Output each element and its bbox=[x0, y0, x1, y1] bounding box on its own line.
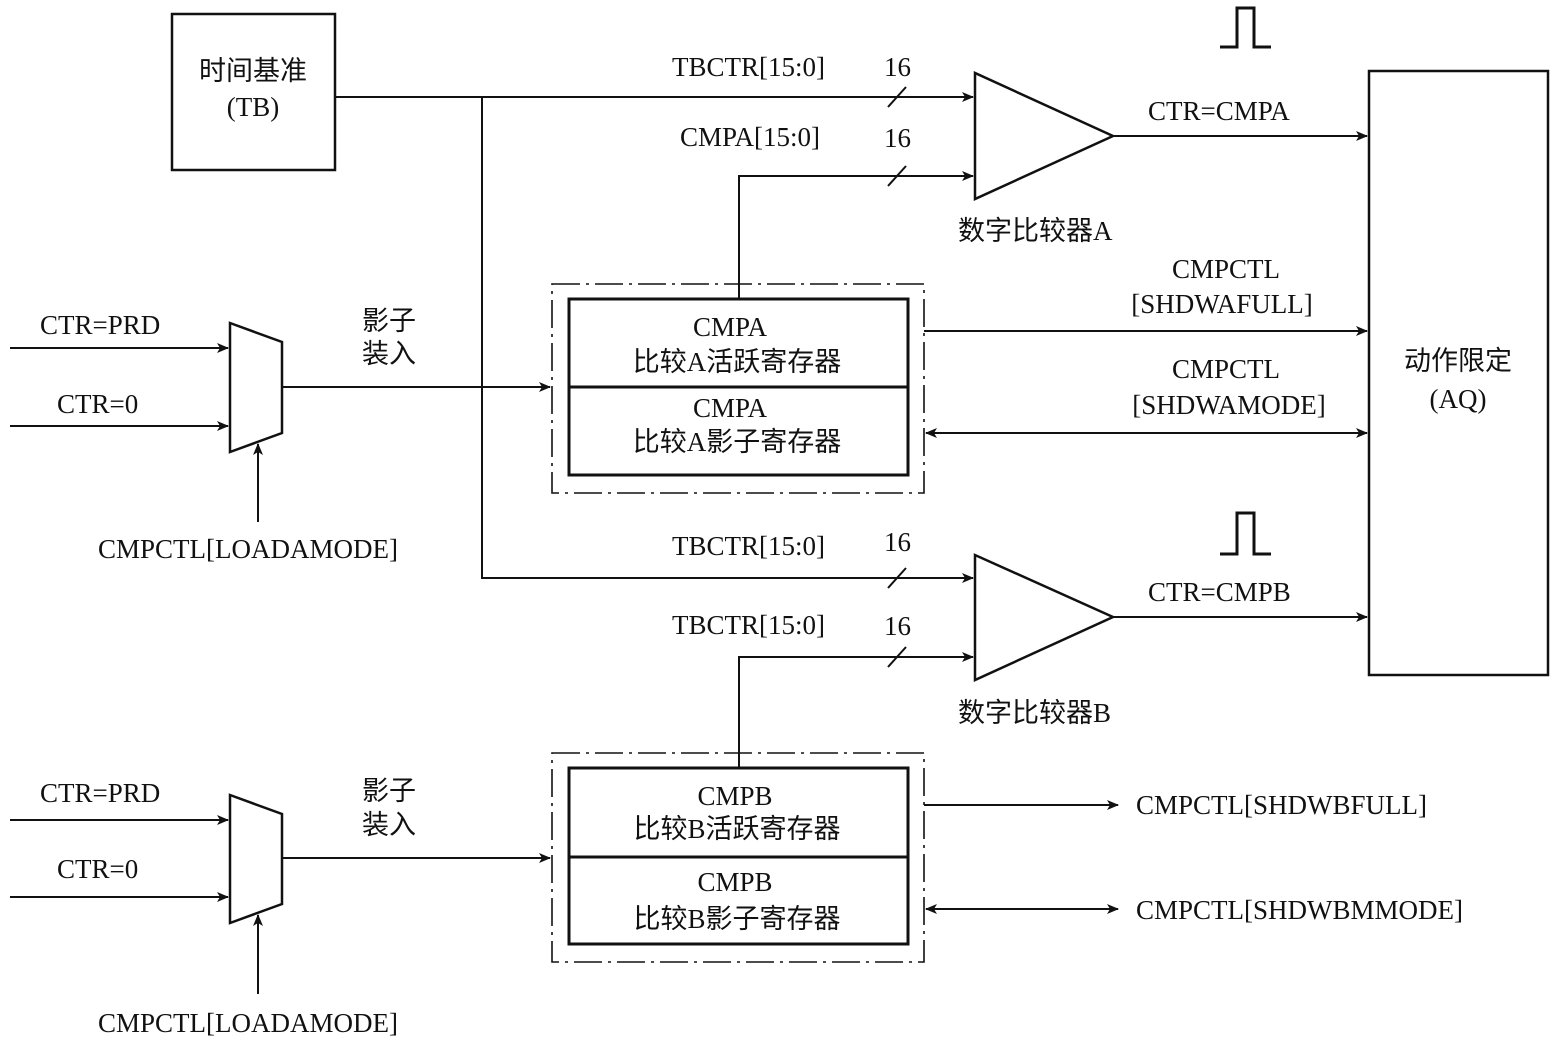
shdwbfull-label: CMPCTL[SHDWBFULL] bbox=[1136, 790, 1427, 820]
action-qualifier-abbrev: (AQ) bbox=[1430, 384, 1487, 414]
cmpb-shadow-label: 比较B影子寄存器 bbox=[633, 904, 840, 934]
tbctr-a-label: TBCTR[15:0] bbox=[672, 52, 825, 82]
cmpa-active-label: 比较A活跃寄存器 bbox=[633, 347, 842, 377]
time-base-block: 时间基准 (TB) bbox=[170, 12, 337, 172]
shadow-load-b-label-2: 装入 bbox=[362, 810, 416, 840]
tbctr-b2-label: TBCTR[15:0] bbox=[672, 610, 825, 640]
loadamode-a-label: CMPCTL[LOADAMODE] bbox=[98, 534, 398, 564]
ctr-prd-b-label: CTR=PRD bbox=[40, 778, 160, 808]
cmpa-register-group bbox=[551, 283, 925, 494]
shdwamode-label-1: CMPCTL bbox=[1172, 354, 1280, 384]
shadow-load-mux-b bbox=[228, 793, 284, 925]
shdwbmode-label: CMPCTL[SHDWBMMODE] bbox=[1136, 895, 1463, 925]
cmpa-bus-label: CMPA[15:0] bbox=[680, 122, 820, 152]
pulse-icon-a bbox=[1220, 6, 1271, 49]
tbctr-bus-wiring bbox=[335, 86, 974, 589]
shdwamode-label-2: [SHDWAMODE] bbox=[1132, 390, 1325, 420]
tbctr-b1-label: TBCTR[15:0] bbox=[672, 531, 825, 561]
shadow-load-a-label-2: 装入 bbox=[362, 339, 416, 369]
pulse-icon-b bbox=[1220, 511, 1271, 556]
ctr-cmpb-label: CTR=CMPB bbox=[1148, 577, 1291, 607]
bus-width-4: 16 bbox=[884, 611, 911, 641]
digital-comparator-b bbox=[973, 553, 1117, 682]
bus-width-3: 16 bbox=[884, 527, 911, 557]
shdwafull-label-1: CMPCTL bbox=[1172, 254, 1280, 284]
shdwafull-label-2: [SHDWAFULL] bbox=[1131, 289, 1313, 319]
action-qualifier-block: 动作限定 (AQ) bbox=[1367, 69, 1550, 677]
bus-width-2: 16 bbox=[884, 123, 911, 153]
time-base-label: 时间基准 bbox=[199, 56, 307, 86]
cmpb-active-label: 比较B活跃寄存器 bbox=[633, 814, 840, 844]
loadamode-b-label: CMPCTL[LOADAMODE] bbox=[98, 1008, 398, 1037]
cmpa-shadow-title: CMPA bbox=[693, 393, 768, 423]
ctr-cmpa-label: CTR=CMPA bbox=[1148, 96, 1290, 126]
comparator-a-label: 数字比较器A bbox=[958, 216, 1113, 246]
action-qualifier-label: 动作限定 bbox=[1404, 346, 1512, 376]
digital-comparator-a bbox=[973, 71, 1117, 201]
shadow-load-mux-a bbox=[228, 321, 284, 454]
ctr-0-b-label: CTR=0 bbox=[57, 854, 138, 884]
ctr-prd-a-label: CTR=PRD bbox=[40, 310, 160, 340]
comparator-b-label: 数字比较器B bbox=[958, 698, 1111, 728]
cmpa-shadow-label: 比较A影子寄存器 bbox=[633, 427, 842, 457]
cmpb-shadow-title: CMPB bbox=[697, 867, 772, 897]
bus-width-1: 16 bbox=[884, 52, 911, 82]
shadow-load-b-label-1: 影子 bbox=[362, 776, 416, 806]
cmpa-active-title: CMPA bbox=[693, 312, 768, 342]
cmpb-register-group bbox=[551, 752, 925, 963]
shadow-load-a-label-1: 影子 bbox=[362, 306, 416, 336]
ctr-0-a-label: CTR=0 bbox=[57, 389, 138, 419]
cmpb-active-title: CMPB bbox=[697, 781, 772, 811]
time-base-abbrev: (TB) bbox=[227, 92, 279, 122]
